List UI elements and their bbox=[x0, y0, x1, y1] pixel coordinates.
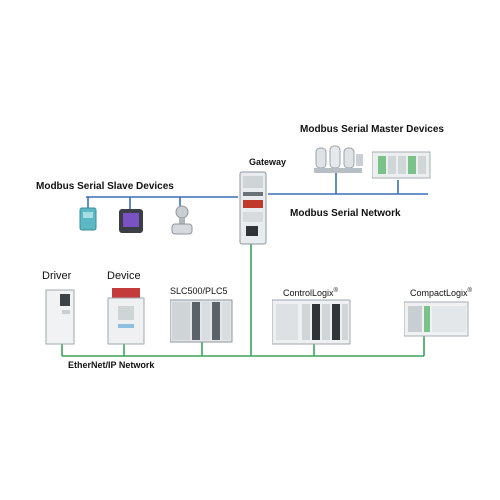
gateway-device bbox=[239, 171, 267, 245]
driver-label: Driver bbox=[42, 270, 72, 282]
modbus-master-label: Modbus Serial Master Devices bbox=[300, 124, 444, 135]
slc500-device bbox=[170, 299, 233, 343]
controllogix-reg: ® bbox=[333, 288, 338, 294]
device-label: Device bbox=[107, 270, 141, 282]
compactlogix-reg: ® bbox=[467, 288, 472, 294]
master-device-plc bbox=[372, 151, 431, 179]
compactlogix-text: CompactLogix bbox=[410, 288, 468, 298]
master-device-compressor bbox=[314, 145, 363, 173]
driver-device bbox=[45, 289, 75, 345]
controllogix-device bbox=[272, 299, 351, 345]
compactlogix-device bbox=[404, 301, 469, 337]
slave-device-display bbox=[119, 209, 143, 233]
device-unit bbox=[107, 288, 145, 345]
ethernet-label: EtherNet/IP Network bbox=[68, 360, 155, 370]
slc500-label: SLC500/PLC5 bbox=[170, 286, 228, 296]
compactlogix-label: CompactLogix® bbox=[410, 288, 472, 298]
modbus-network-label: Modbus Serial Network bbox=[290, 208, 401, 219]
slave-device-sensor bbox=[79, 207, 97, 231]
slave-device-flowmeter bbox=[171, 205, 193, 235]
gateway-label: Gateway bbox=[249, 157, 287, 167]
controllogix-label: ControlLogix® bbox=[283, 288, 338, 298]
controllogix-text: ControlLogix bbox=[283, 288, 334, 298]
modbus-slave-label: Modbus Serial Slave Devices bbox=[36, 181, 174, 192]
